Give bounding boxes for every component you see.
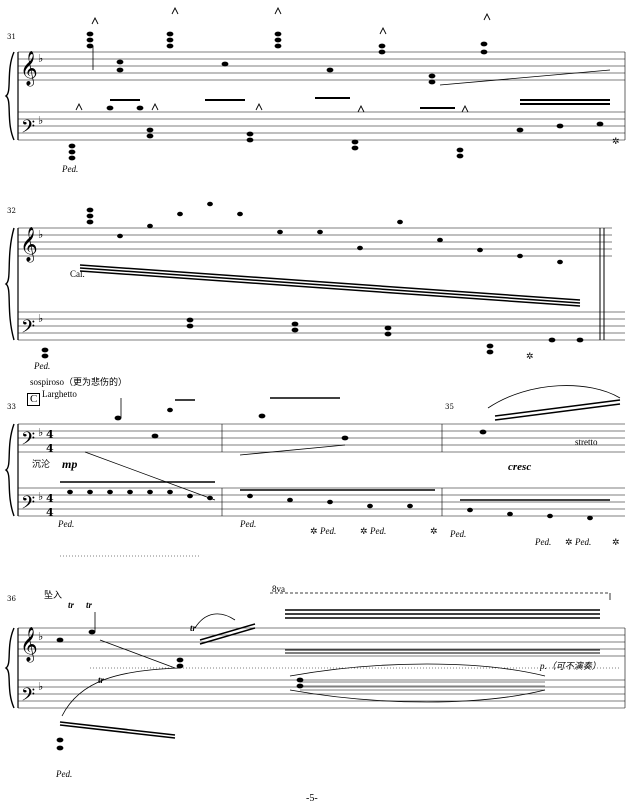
svg-text:♭: ♭ <box>38 52 43 65</box>
trill-4: tr <box>98 675 105 685</box>
s2-bass-chords <box>41 317 584 359</box>
svg-text:♭: ♭ <box>38 630 43 643</box>
measure-number-32: 32 <box>7 207 16 215</box>
dynamic-mp: mp <box>62 457 78 471</box>
s1-bass-chords <box>68 97 610 161</box>
pedal-mark: Ped. <box>58 519 75 529</box>
pedal-release: ✲ <box>565 537 573 547</box>
pedal-mark: Ped. <box>62 164 79 174</box>
zhuiru-marking: 坠入 <box>44 590 63 600</box>
svg-text:𝄞: 𝄞 <box>20 227 38 263</box>
pedal-release: ✲ <box>310 526 318 536</box>
s4-notation <box>56 555 620 751</box>
cal-marking: Cal. <box>70 269 85 279</box>
pedal-release: ✲ <box>430 526 438 536</box>
ottava-marking: 8va <box>272 584 285 594</box>
pedal-mark: Ped. <box>240 519 257 529</box>
svg-text:𝄞: 𝄞 <box>20 51 38 87</box>
svg-text:𝄢: 𝄢 <box>21 117 35 142</box>
tempo-marking: Larghetto <box>42 389 77 399</box>
svg-text:𝄞: 𝄞 <box>20 627 38 663</box>
dynamic-cresc: cresc <box>508 461 532 473</box>
s1-treble-chords <box>86 31 611 86</box>
tempo-expression: sospiroso（更为悲伤的） <box>30 377 128 387</box>
s3-bass-chords <box>60 481 610 521</box>
svg-text:♭: ♭ <box>38 312 43 325</box>
pedal-mark: Ped. <box>34 361 51 371</box>
pedal-mark: Ped. <box>450 529 467 539</box>
svg-text:4: 4 <box>46 442 54 455</box>
pedal-mark: Ped. <box>535 537 552 547</box>
s3-melody <box>84 385 621 501</box>
system-4 <box>17 627 626 709</box>
svg-text:♭: ♭ <box>38 680 43 693</box>
system-1 <box>17 51 626 141</box>
svg-text:♭: ♭ <box>38 228 43 241</box>
svg-text:4: 4 <box>46 492 54 505</box>
svg-text:4: 4 <box>46 506 54 519</box>
p-optional-note: p.（可不演奏） <box>540 661 601 671</box>
measure-number-36: 36 <box>7 595 16 603</box>
svg-text:♭: ♭ <box>38 490 43 503</box>
measure-number-31: 31 <box>7 33 16 41</box>
pedal-release: ✲ <box>612 136 620 146</box>
system-3 <box>17 423 625 517</box>
pedal-mark: Ped. <box>320 526 337 536</box>
pedal-release: ✲ <box>612 537 620 547</box>
trill-3: tr <box>190 623 197 633</box>
measure-number-35: 35 <box>445 403 454 411</box>
pedal-mark: Ped. <box>370 526 387 536</box>
svg-text:𝄢: 𝄢 <box>21 429 35 454</box>
stretto-marking: stretto <box>575 437 598 447</box>
pedal-release: ✲ <box>526 351 534 361</box>
trill-1: tr <box>68 600 75 610</box>
page-number: -5- <box>306 793 318 804</box>
svg-text:𝄢: 𝄢 <box>21 317 35 342</box>
s2-run <box>79 201 581 307</box>
pedal-mark: Ped. <box>56 769 73 779</box>
rehearsal-mark: C <box>27 393 41 406</box>
system-2 <box>17 227 625 341</box>
svg-text:♭: ♭ <box>38 426 43 439</box>
svg-text:♭: ♭ <box>38 114 43 127</box>
svg-text:𝄢: 𝄢 <box>21 685 35 710</box>
svg-text:𝄢: 𝄢 <box>21 493 35 518</box>
pedal-mark: Ped. <box>575 537 592 547</box>
pedal-release: ✲ <box>360 526 368 536</box>
svg-text:4: 4 <box>46 428 54 441</box>
chenlun-marking: 沉沦 <box>32 459 51 469</box>
measure-number-33: 33 <box>7 403 16 411</box>
trill-2: tr <box>86 600 93 610</box>
